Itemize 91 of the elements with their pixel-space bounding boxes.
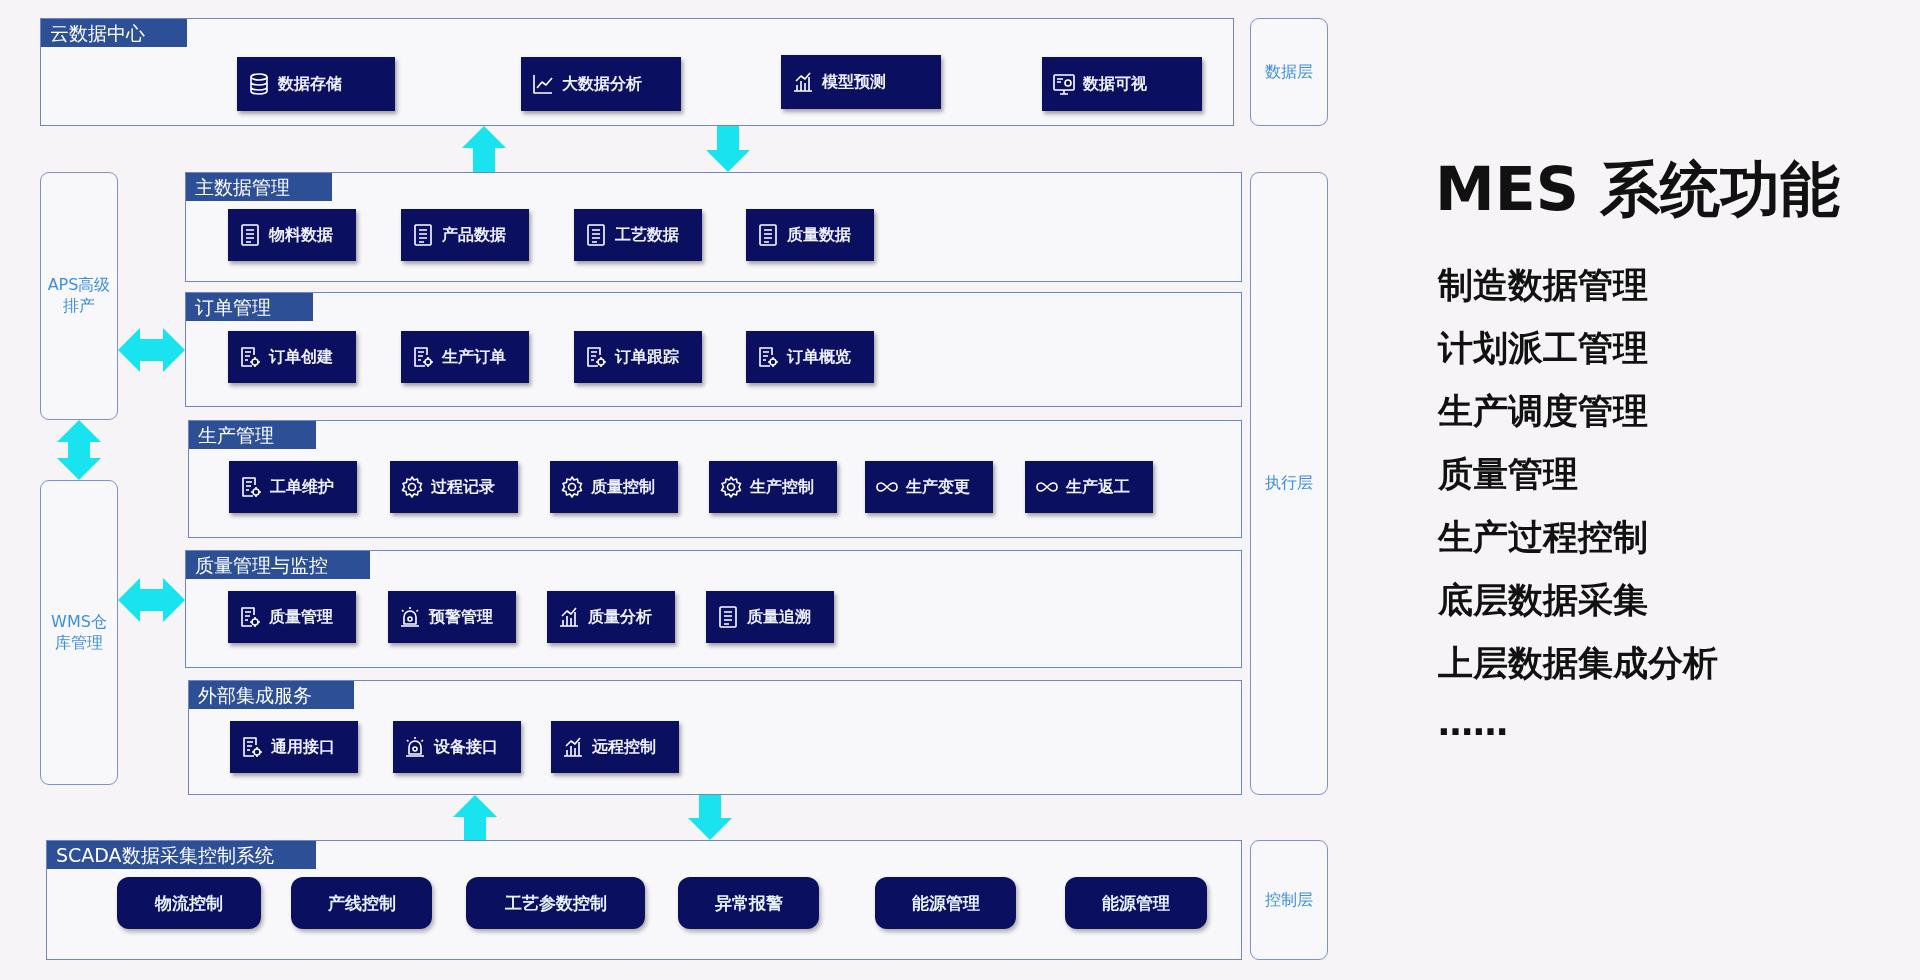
module-box <box>746 209 874 261</box>
module-label: 质量控制 <box>591 476 655 498</box>
module-label: 预警管理 <box>429 606 493 628</box>
section-panel <box>46 840 1242 960</box>
module-label: 质量追溯 <box>747 606 811 628</box>
function-pill: 能源管理 <box>875 877 1016 929</box>
module-label: 订单跟踪 <box>615 346 679 368</box>
module-label: 工单维护 <box>270 476 334 498</box>
layer-box: 控制层 <box>1250 840 1328 960</box>
function-item: 计划派工管理 <box>1438 327 1648 370</box>
module-box <box>228 591 356 643</box>
module-label: 工艺数据 <box>615 224 679 246</box>
module-label: 生产控制 <box>750 476 814 498</box>
module-box <box>746 331 874 383</box>
section-panel <box>185 550 1242 668</box>
section-heading: 主数据管理 <box>186 173 332 201</box>
module-label: 产品数据 <box>442 224 506 246</box>
section-heading: 质量管理与监控 <box>186 551 370 579</box>
function-item: 制造数据管理 <box>1438 264 1648 307</box>
module-box <box>229 461 357 513</box>
section-heading: 云数据中心 <box>41 19 187 47</box>
module-label: 生产订单 <box>442 346 506 368</box>
module-box <box>237 57 395 111</box>
function-item: 质量管理 <box>1438 453 1578 496</box>
module-label: 过程记录 <box>431 476 495 498</box>
arrow <box>118 578 185 622</box>
section-panel <box>185 292 1242 407</box>
arrow <box>706 126 750 172</box>
layer-box: 数据层 <box>1250 18 1328 126</box>
module-box <box>230 721 358 773</box>
module-box <box>401 209 529 261</box>
section-panel <box>188 680 1242 795</box>
module-box <box>401 331 529 383</box>
module-label: 大数据分析 <box>562 73 642 95</box>
module-box <box>550 461 678 513</box>
module-label: 数据存储 <box>278 73 342 95</box>
module-label: 生产变更 <box>906 476 970 498</box>
page-title: MES 系统功能 <box>1435 153 1840 226</box>
section-panel <box>40 18 1234 126</box>
layer-box: 执行层 <box>1250 172 1328 795</box>
arrow <box>118 328 185 372</box>
module-label: 订单创建 <box>269 346 333 368</box>
module-label: 订单概览 <box>787 346 851 368</box>
module-box <box>228 331 356 383</box>
module-box <box>228 209 356 261</box>
function-item: 生产过程控制 <box>1438 516 1648 559</box>
section-panel <box>185 172 1242 282</box>
module-label: 模型预测 <box>822 71 886 93</box>
module-box <box>393 721 521 773</box>
module-box <box>709 461 837 513</box>
module-box <box>781 55 941 109</box>
section-panel <box>188 420 1242 538</box>
arrow <box>453 795 497 840</box>
module-label: 质量管理 <box>269 606 333 628</box>
module-box <box>1042 57 1202 111</box>
module-box <box>521 57 681 111</box>
function-pill: 产线控制 <box>291 877 432 929</box>
module-label: 生产返工 <box>1066 476 1130 498</box>
module-box <box>706 591 834 643</box>
arrow <box>57 420 101 480</box>
section-heading: SCADA数据采集控制系统 <box>47 841 316 869</box>
module-box <box>390 461 518 513</box>
module-box <box>574 331 702 383</box>
module-label: 设备接口 <box>434 736 498 758</box>
function-item: 生产调度管理 <box>1438 390 1648 433</box>
module-label: 远程控制 <box>592 736 656 758</box>
function-item: 底层数据采集 <box>1438 579 1648 622</box>
section-heading: 订单管理 <box>186 293 313 321</box>
module-box <box>865 461 993 513</box>
module-box <box>1025 461 1153 513</box>
section-heading: 生产管理 <box>189 421 316 449</box>
module-box <box>547 591 675 643</box>
module-box <box>574 209 702 261</box>
module-box <box>388 591 516 643</box>
module-label: 通用接口 <box>271 736 335 758</box>
module-box <box>551 721 679 773</box>
module-label: 数据可视 <box>1083 73 1147 95</box>
section-heading: 外部集成服务 <box>189 681 354 709</box>
arrow <box>462 126 506 172</box>
system-box: APS高级排产 <box>40 172 118 420</box>
arrow <box>688 795 732 840</box>
module-label: 质量分析 <box>588 606 652 628</box>
function-pill: 异常报警 <box>678 877 819 929</box>
function-pill: 工艺参数控制 <box>466 877 645 929</box>
function-pill: 物流控制 <box>117 877 261 929</box>
module-label: 物料数据 <box>269 224 333 246</box>
function-item: 上层数据集成分析 <box>1438 642 1718 685</box>
system-box: WMS仓库管理 <box>40 480 118 785</box>
module-label: 质量数据 <box>787 224 851 246</box>
function-item: …… <box>1438 703 1508 743</box>
function-pill: 能源管理 <box>1065 877 1207 929</box>
